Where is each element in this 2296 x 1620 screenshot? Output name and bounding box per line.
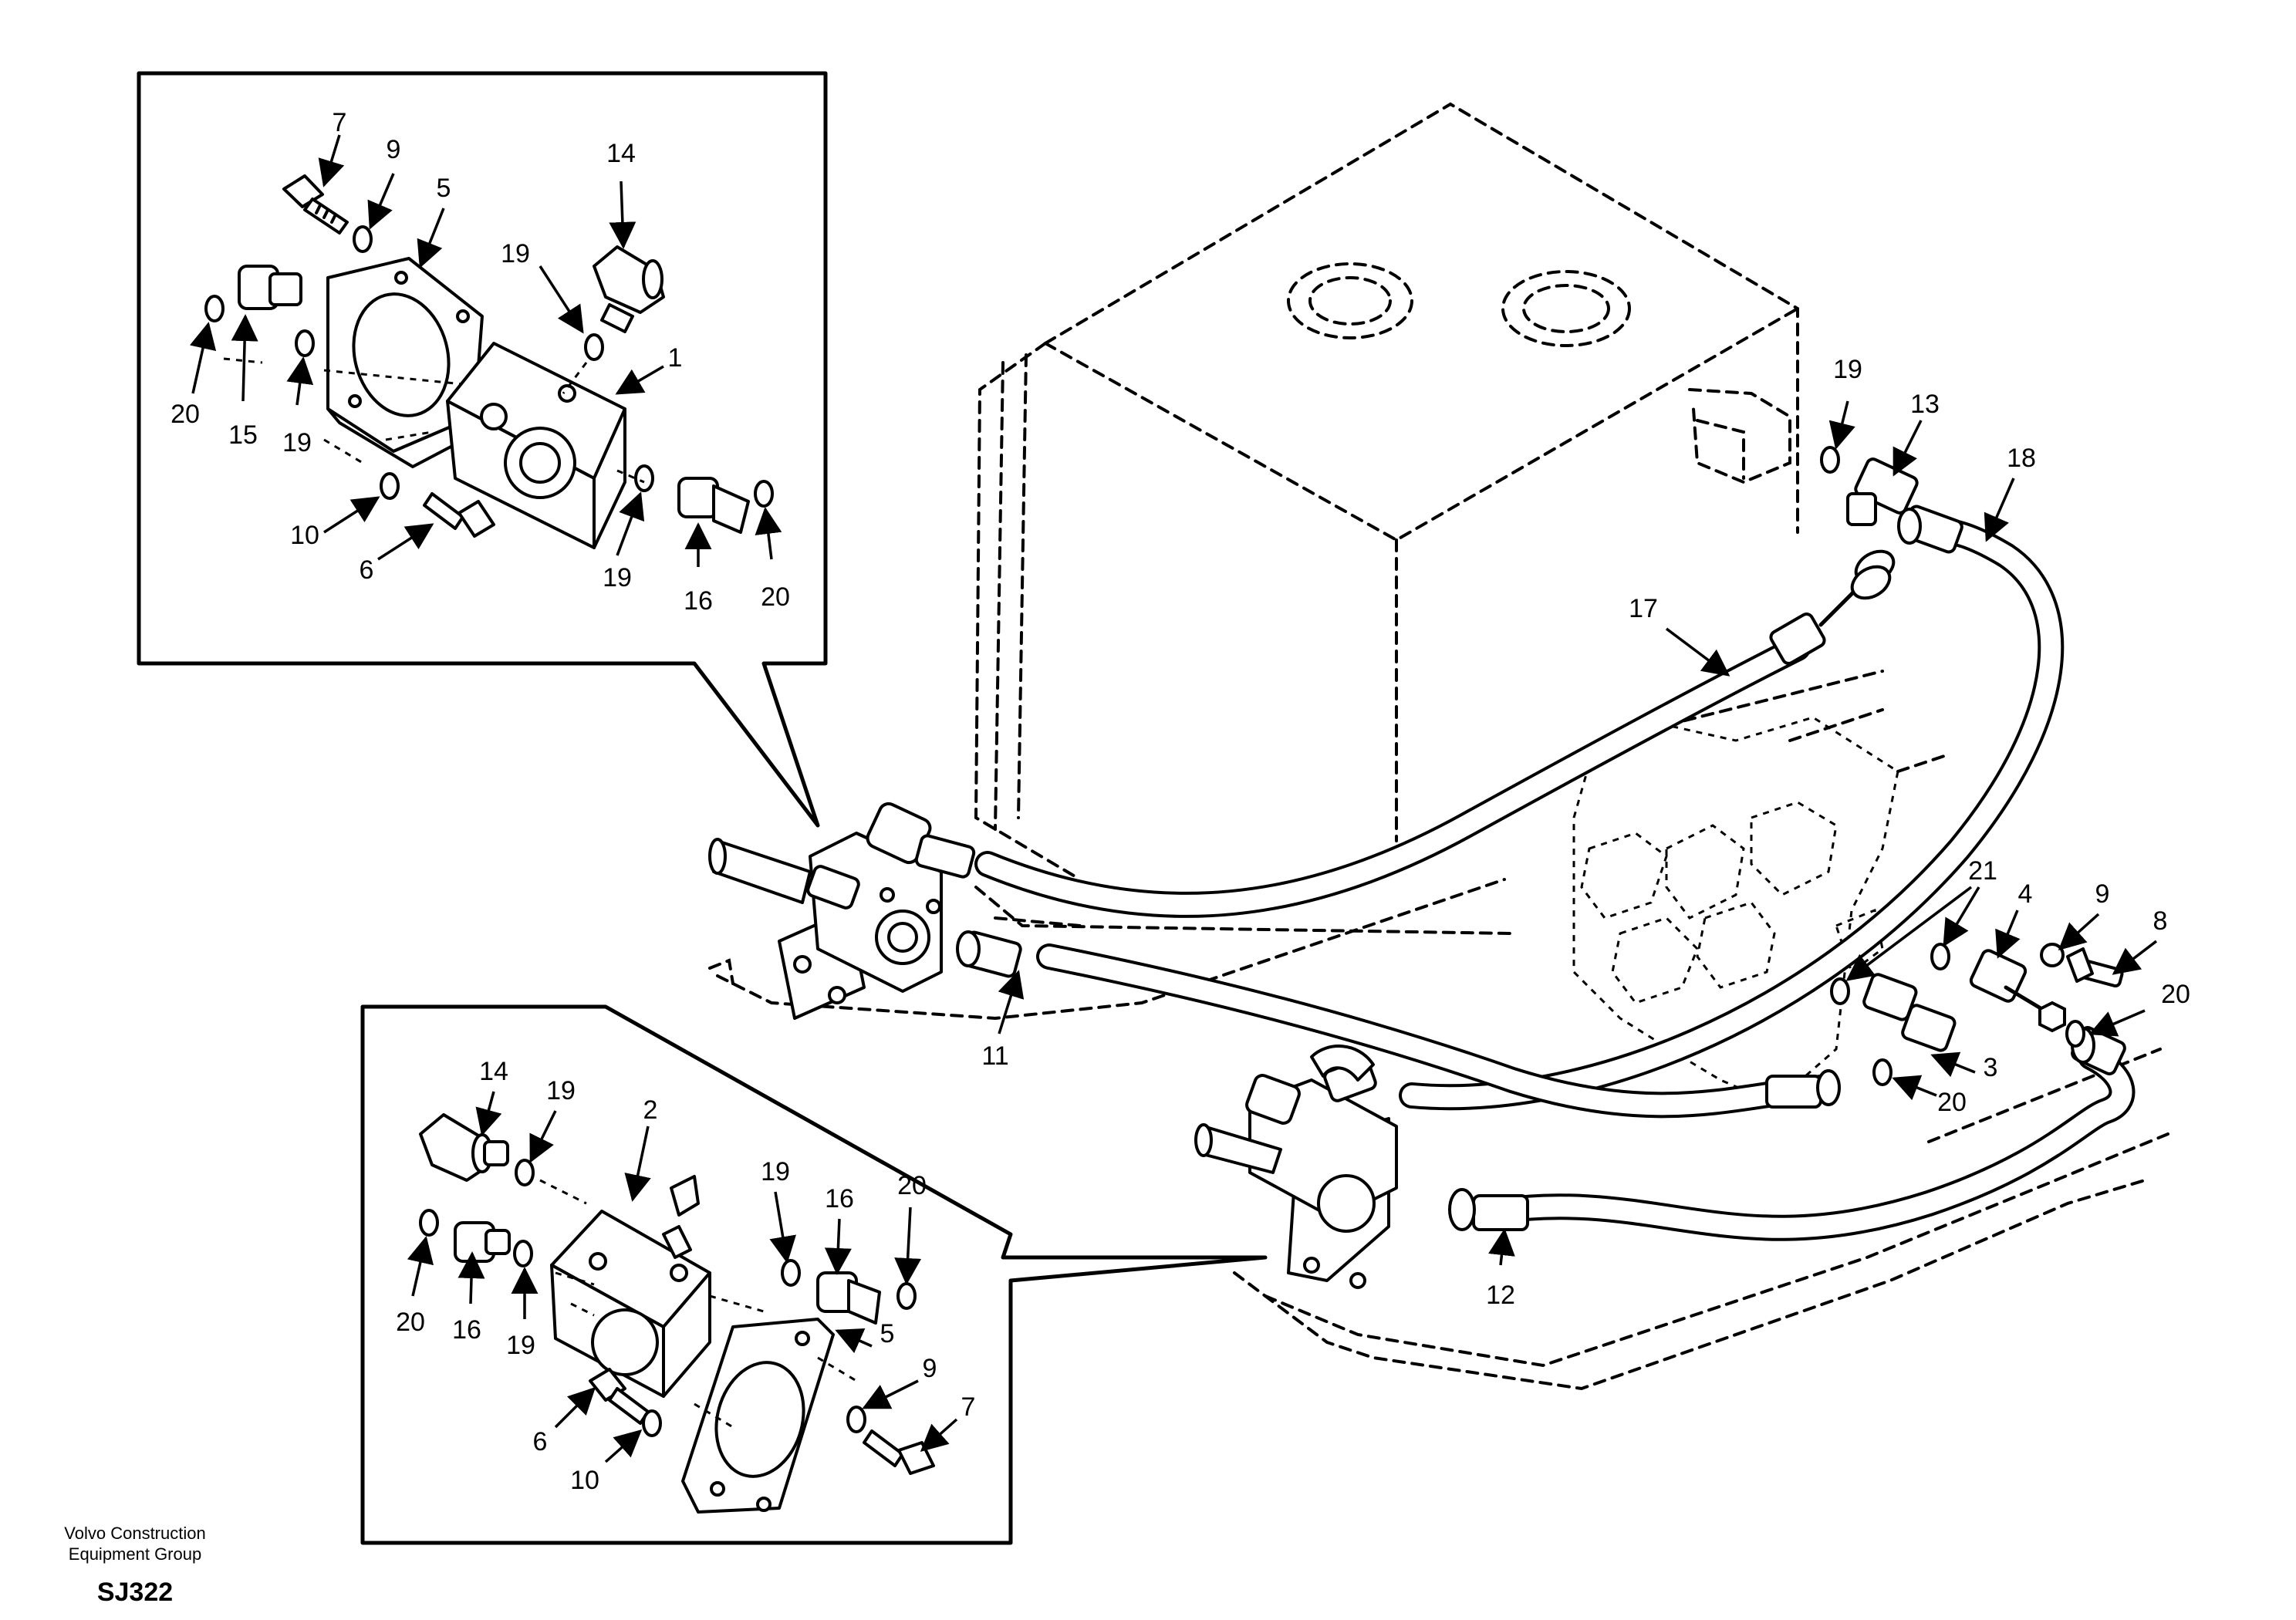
callout-20-a: 20 bbox=[171, 400, 200, 429]
callout-19-a: 19 bbox=[501, 239, 530, 268]
control-valve-outline bbox=[1572, 670, 1946, 1105]
callout-5: 5 bbox=[437, 174, 451, 203]
flange-plate-5 bbox=[326, 257, 488, 468]
company-line-1: Volvo Construction bbox=[64, 1524, 205, 1543]
callout-14-b: 14 bbox=[479, 1057, 508, 1086]
hose-11 bbox=[1036, 943, 1834, 1119]
detail-inset-bottom bbox=[360, 1004, 1268, 1545]
fitting-14b bbox=[419, 1113, 509, 1182]
callout-9-c: 9 bbox=[923, 1354, 937, 1383]
fitting-16 bbox=[677, 477, 750, 534]
callout-19-b: 19 bbox=[282, 428, 312, 457]
callouts: 7 9 5 14 19 1 20 15 19 10 6 19 16 20 19 … bbox=[171, 108, 2190, 1495]
fitting-15 bbox=[238, 265, 302, 310]
fitting-16c bbox=[816, 1271, 881, 1325]
valve-block-1-installed bbox=[708, 802, 976, 1020]
callout-1: 1 bbox=[668, 343, 683, 373]
callout-7: 7 bbox=[333, 108, 347, 137]
callout-5-b: 5 bbox=[880, 1319, 895, 1348]
hydraulic-tank-outline bbox=[974, 102, 1799, 881]
detail-inset-top bbox=[137, 71, 828, 828]
hose-17 bbox=[974, 635, 1811, 918]
footer-caption: Volvo Construction Equipment Group SJ322 bbox=[64, 1524, 205, 1607]
callout-13: 13 bbox=[1910, 390, 1940, 419]
callout-16-b: 16 bbox=[825, 1184, 854, 1213]
callout-6: 6 bbox=[360, 555, 374, 585]
callout-20-f: 20 bbox=[396, 1308, 425, 1337]
callout-19-c: 19 bbox=[603, 563, 632, 592]
hose-18 bbox=[1399, 515, 2065, 1111]
callout-10-b: 10 bbox=[570, 1466, 599, 1495]
callout-3: 3 bbox=[1984, 1053, 1998, 1082]
callout-20-c: 20 bbox=[2161, 980, 2190, 1009]
callout-12: 12 bbox=[1486, 1281, 1515, 1310]
valve-block-2 bbox=[550, 1175, 711, 1398]
fitting-14 bbox=[593, 245, 665, 333]
bolt-6 bbox=[423, 492, 495, 538]
callout-4: 4 bbox=[2018, 879, 2033, 909]
bolt-6b bbox=[589, 1368, 650, 1425]
callout-11: 11 bbox=[981, 1041, 1008, 1071]
callout-9: 9 bbox=[387, 135, 401, 164]
company-line-2: Equipment Group bbox=[69, 1544, 201, 1564]
callout-20-b: 20 bbox=[761, 582, 790, 612]
callout-17: 17 bbox=[1629, 594, 1658, 623]
callout-15: 15 bbox=[228, 420, 258, 450]
callout-18: 18 bbox=[2007, 444, 2036, 473]
hose-fittings bbox=[956, 505, 2126, 1231]
valve-block-1 bbox=[446, 342, 626, 549]
callout-19-e: 19 bbox=[546, 1076, 576, 1105]
bolt-7 bbox=[282, 174, 349, 235]
callout-21: 21 bbox=[1968, 856, 1997, 886]
callout-8: 8 bbox=[2153, 906, 2168, 936]
callout-2: 2 bbox=[643, 1095, 658, 1125]
flange-plate-5b bbox=[681, 1318, 835, 1514]
callout-16: 16 bbox=[684, 586, 713, 616]
valve-block-2-installed bbox=[1194, 1045, 1398, 1289]
callout-6-b: 6 bbox=[533, 1427, 548, 1456]
bolt-7b bbox=[863, 1429, 935, 1475]
callout-16-c: 16 bbox=[452, 1315, 481, 1345]
callout-20-e: 20 bbox=[897, 1171, 927, 1200]
diagram-code: SJ322 bbox=[97, 1578, 173, 1607]
hose-12 bbox=[1484, 1044, 2136, 1241]
callout-14: 14 bbox=[606, 139, 636, 168]
callout-19-d: 19 bbox=[1833, 355, 1862, 384]
callout-19-f: 19 bbox=[761, 1157, 790, 1186]
callout-10: 10 bbox=[290, 521, 319, 550]
callout-19-g: 19 bbox=[506, 1331, 535, 1360]
callout-9-b: 9 bbox=[2095, 879, 2110, 909]
fitting-16b bbox=[454, 1221, 511, 1263]
callout-7-b: 7 bbox=[961, 1392, 976, 1422]
callout-20-d: 20 bbox=[1937, 1088, 1967, 1117]
